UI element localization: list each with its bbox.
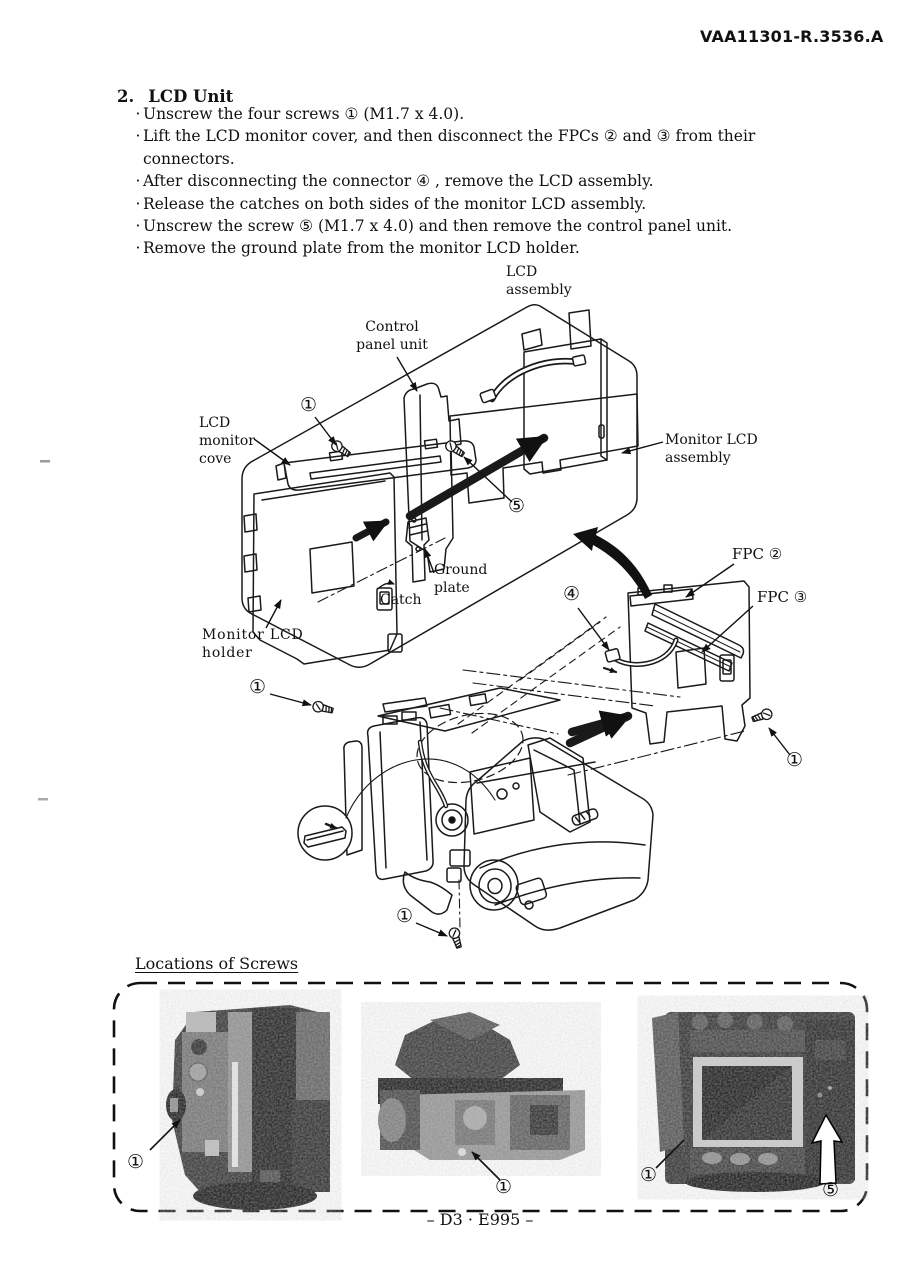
label-monitor-lcd-holder: Monitor LCD holder: [202, 627, 304, 661]
bullet: ·: [135, 172, 141, 191]
instruction-step: ·Lift the LCD monitor cover, and then di…: [133, 125, 833, 170]
camcorder-body-group: [297, 687, 654, 950]
screw-1: [447, 925, 465, 950]
doc-code: VAA11301-R.3536.A: [700, 27, 884, 46]
direction-arrow: [567, 710, 631, 737]
photo-camera-bottom-view: [372, 1010, 590, 1181]
direction-arrow: [352, 518, 390, 542]
label-lcd-monitor-cover: LCD monitor cove: [199, 415, 255, 467]
photo-camera-side-view: [149, 1000, 333, 1210]
page-footer-code: – D3 · E995 –: [426, 1210, 534, 1229]
connector-4: [604, 648, 621, 663]
lcd-assembly-outline: [241, 303, 638, 668]
callout-screw-5: ⑤: [508, 495, 526, 517]
section-title-text: LCD Unit: [148, 87, 234, 106]
callout-connector-4: ④: [563, 583, 581, 605]
screw-1: [750, 706, 775, 726]
section-title: 2. LCD Unit: [117, 86, 233, 107]
callout-screw-1: ①: [249, 676, 267, 698]
label-lcd-assembly: LCD assembly: [506, 264, 572, 298]
instruction-step: ·Remove the ground plate from the monito…: [133, 237, 833, 259]
instruction-steps: ·Unscrew the four screws ① (M1.7 x 4.0).…: [133, 103, 833, 260]
ground-plate-part: [405, 517, 430, 583]
bullet: ·: [135, 127, 141, 146]
photo-callout-screw-1: ①: [495, 1176, 513, 1198]
label-ground-plate: Ground plate: [434, 562, 488, 596]
photo-callout-screw-5: ⑤: [822, 1179, 840, 1201]
step-text: Unscrew the screw ⑤ (M1.7 x 4.0) and the…: [143, 217, 733, 236]
callout-screw-1: ①: [300, 394, 318, 416]
control-panel-unit-part: [403, 382, 462, 573]
callout-screw-1: ①: [396, 905, 414, 927]
direction-arrow: [405, 433, 549, 521]
photo-callout-screw-1: ①: [640, 1164, 658, 1186]
step-text: Release the catches on both sides of the…: [143, 194, 647, 213]
photo-callout-screw-1: ①: [127, 1151, 145, 1173]
photo-camera-lcd-open-view: [648, 1005, 858, 1192]
callout-screw-1: ①: [786, 749, 804, 771]
camcorder-front-box: [463, 737, 654, 931]
step-text: Remove the ground plate from the monitor…: [143, 239, 580, 258]
lcd-assembly-exploded-group: [241, 303, 639, 668]
section-number: 2.: [117, 87, 135, 106]
bullet: ·: [135, 194, 141, 213]
step-text: After disconnecting the connector ④ , re…: [143, 172, 654, 191]
scan-artifact: [40, 460, 50, 463]
step-text: Lift the LCD monitor cover, and then dis…: [143, 127, 756, 168]
fpc-2-strip: [651, 603, 745, 659]
label-monitor-lcd-assembly: Monitor LCD assembly: [665, 432, 758, 466]
screw-1: [311, 699, 335, 717]
leader-lines: [253, 356, 791, 937]
scan-artifact: [38, 798, 48, 801]
instruction-step: ·After disconnecting the connector ④ , r…: [133, 170, 833, 192]
instruction-step: ·Release the catches on both sides of th…: [133, 193, 833, 215]
bullet: ·: [135, 217, 141, 236]
label-catch: Catch: [380, 592, 422, 608]
bullet: ·: [135, 239, 141, 258]
bullet: ·: [135, 105, 141, 123]
screw-5-pointer-arrow: [810, 1113, 844, 1185]
magnifier-inset: [297, 805, 353, 861]
instruction-step: ·Unscrew the screw ⑤ (M1.7 x 4.0) and th…: [133, 215, 833, 237]
label-fpc-2: FPC ②: [732, 545, 783, 563]
step-text: Unscrew the four screws ① (M1.7 x 4.0).: [143, 105, 465, 123]
label-fpc-3: FPC ③: [757, 588, 808, 606]
label-control-panel-unit: Control panel unit: [356, 319, 428, 353]
rotate-arrow: [573, 527, 652, 599]
monitor-lcd-assembly-part: [479, 309, 608, 475]
screw-locations-box: [112, 981, 869, 1213]
screw-5: [442, 438, 467, 460]
screw-locations-heading: Locations of Screws: [135, 954, 299, 973]
instruction-step: ·Unscrew the four screws ① (M1.7 x 4.0).: [133, 103, 833, 125]
panel-plate: [449, 393, 639, 504]
